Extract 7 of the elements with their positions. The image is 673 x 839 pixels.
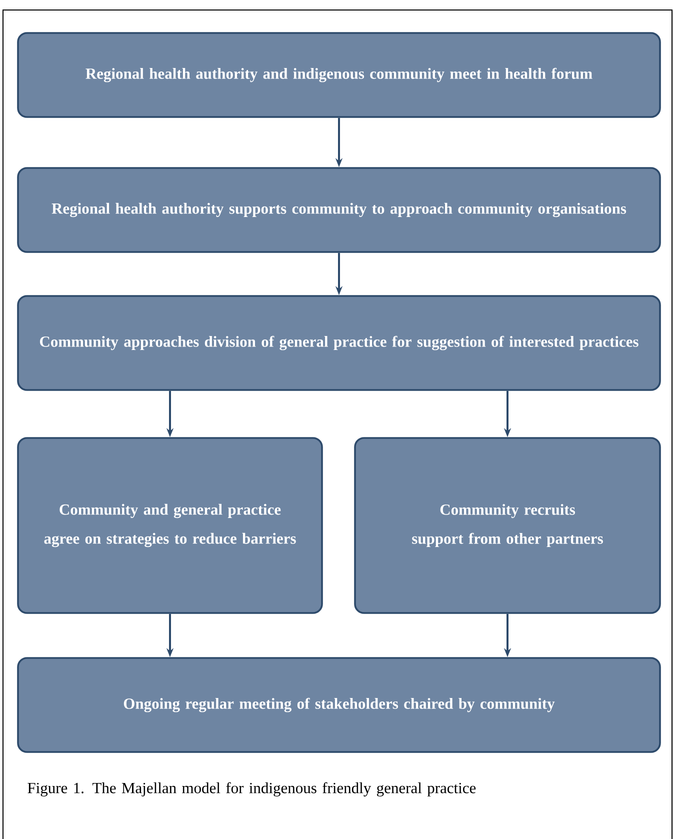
process-box: Community recruits support from other partners [354, 437, 661, 614]
process-box: Ongoing regular meeting of stakeholders chaired by community [17, 657, 661, 753]
process-box: Regional health authority supports community to approach community organisations [17, 167, 661, 253]
caption: Figure 1. The Majellan model for indigenous friendly general practice [28, 782, 476, 796]
process-box: Community and general practice agree on strategies to reduce barriers [17, 437, 323, 614]
process-box: Community approaches division of general practice for suggestion of interested practices [17, 295, 661, 391]
process-box: Regional health authority and indigenous community meet in health forum [17, 32, 661, 118]
